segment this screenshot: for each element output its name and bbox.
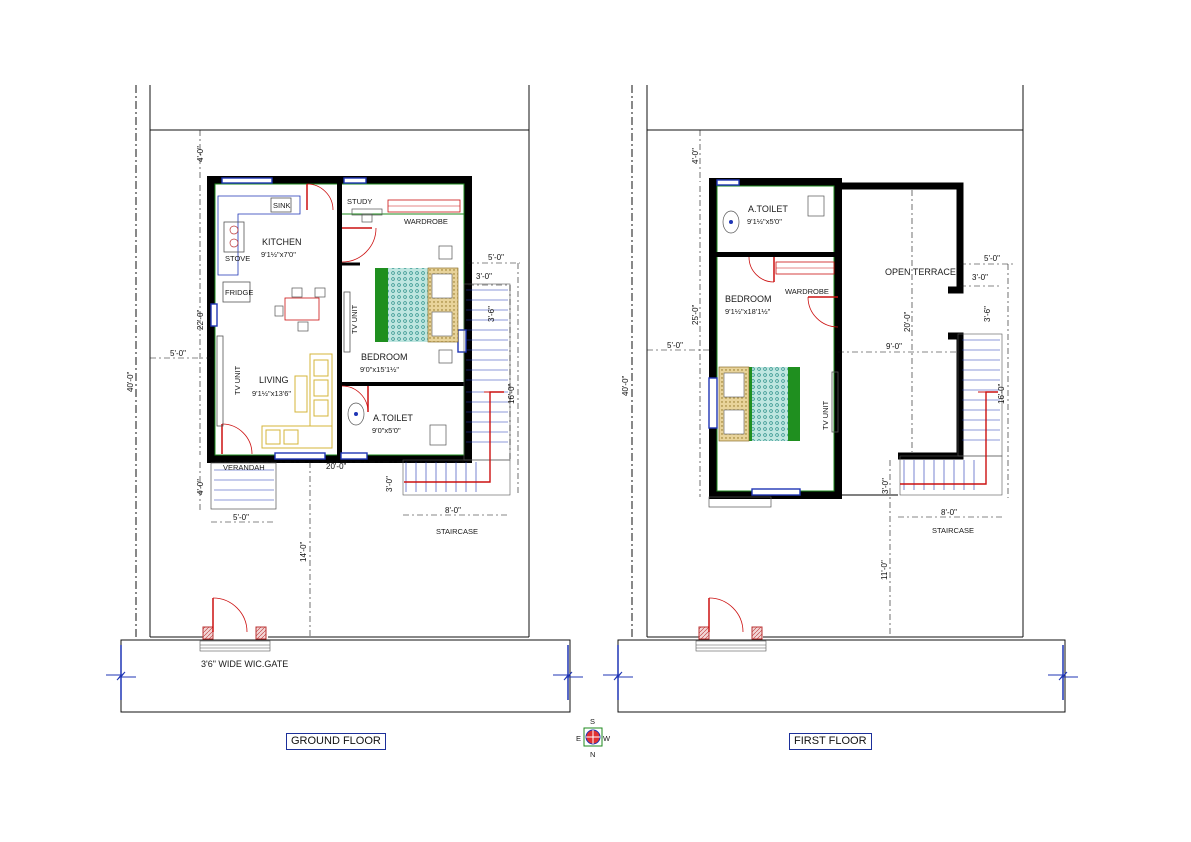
ff-bedroom-size: 9'1½"x18'1½" [725,307,771,316]
tv-unit-living-label: TV UNIT [233,365,242,395]
fridge-label: FRIDGE [225,288,253,297]
ff-dim-5-left: 5'-0" [667,341,683,350]
dim-3-right: 3'-0" [476,272,492,281]
ground-floor-title: GROUND FLOOR [286,733,386,750]
dim-3-6: 3'-6" [487,306,496,322]
ff-dim-16: 16'-0" [997,383,1006,404]
ff-dim-3-right: 3'-0" [972,273,988,282]
study-label: STUDY [347,197,372,206]
kitchen-size: 9'1½"x7'0" [261,250,296,259]
dim-8: 8'-0" [445,506,461,515]
compass-w: W [603,734,611,743]
compass-n: N [590,750,595,759]
ff-toilet-label: A.TOILET [748,204,788,214]
dim-5-bottom: 5'-0" [233,513,249,522]
gate-label: 3'6" WIDE WIC.GATE [201,659,288,669]
ff-toilet-size: 9'1½"x5'0" [747,217,782,226]
ff-staircase-label: STAIRCASE [932,526,974,535]
ff-dim-20: 20'-0" [903,311,912,332]
ff-bedroom-label: BEDROOM [725,294,772,304]
compass-s: S [590,717,595,726]
open-terrace-label: OPEN TERRACE [885,267,956,277]
dim-40: 40'-0" [126,371,135,392]
wardrobe-label: WARDROBE [404,217,448,226]
living-sofa-set [261,353,333,449]
tv-unit-bedroom-label: TV UNIT [350,304,359,334]
ff-dim-5-right: 5'-0" [984,254,1000,263]
ff-dim-25: 25'-0" [691,304,700,325]
dim-22: 22'-0" [196,309,205,330]
verandah-label: VERANDAH [223,463,265,472]
staircase-label: STAIRCASE [436,527,478,536]
ff-dim-9: 9'-0" [886,342,902,351]
dim-5-right: 5'-0" [488,253,504,262]
dim-16: 16'-0" [507,383,516,404]
dim-4-bottom: 4'-0" [196,479,205,495]
living-label: LIVING [259,375,289,385]
ff-dim-4-top: 4'-0" [691,148,700,164]
compass-e: E [576,734,581,743]
kitchen-label: KITCHEN [262,237,302,247]
compass-icon: S E W N [576,717,611,759]
dim-20: 20'-0" [326,462,347,471]
ff-dim-3-low: 3'-0" [881,478,890,494]
ff-wardrobe-label: WARDROBE [785,287,829,296]
bedroom-label: BEDROOM [361,352,408,362]
ff-dim-40: 40'-0" [621,375,630,396]
first-floor-plan: A.TOILET 9'1½"x5'0" BEDROOM 9'1½"x18'1½"… [603,85,1078,713]
ground-floor-labels: KITCHEN 9'1½"x7'0" LIVING 9'1½"x13'6" BE… [126,146,516,669]
ground-floor-plan: KITCHEN 9'1½"x7'0" LIVING 9'1½"x13'6" BE… [106,85,583,713]
bedroom-size: 9'0"x15'1½" [360,365,399,374]
toilet-label: A.TOILET [373,413,413,423]
dim-3-low: 3'-0" [385,476,394,492]
first-floor-labels: A.TOILET 9'1½"x5'0" BEDROOM 9'1½"x18'1½"… [621,148,1006,580]
first-floor-title: FIRST FLOOR [789,733,872,750]
ff-dim-3-6: 3'-6" [983,306,992,322]
dim-14: 14'-0" [299,541,308,562]
dim-4-top: 4'-0" [196,146,205,162]
ff-dim-11: 11'-0" [880,560,889,580]
dim-5-left: 5'-0" [170,349,186,358]
stove-label: STOVE [225,254,250,263]
ff-dim-8: 8'-0" [941,508,957,517]
living-size: 9'1½"x13'6" [252,389,291,398]
toilet-size: 9'0"x5'0" [372,426,401,435]
ff-tv-unit-label: TV UNIT [821,400,830,430]
sink-label: SINK [273,201,291,210]
